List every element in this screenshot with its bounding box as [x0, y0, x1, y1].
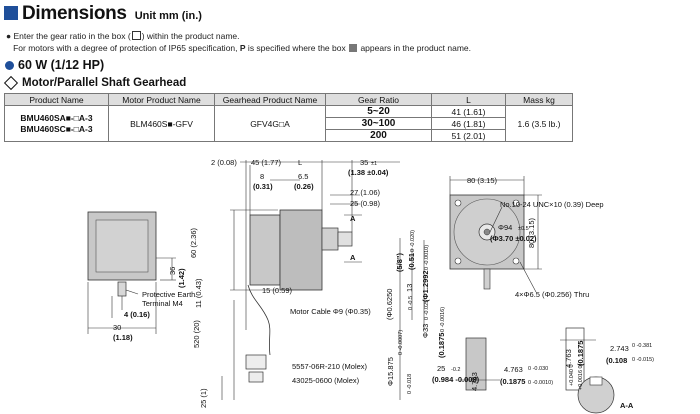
- tol-0-1875-b: 0 -0.0010): [528, 380, 553, 386]
- dim-L: L: [298, 158, 302, 167]
- key-detail: [560, 327, 615, 414]
- dim-11: 11 (0.43): [194, 278, 203, 308]
- section-title: Motor/Parallel Shaft Gearhead: [3, 75, 186, 91]
- table-header-row: Product Name Motor Product Name Gearhead…: [4, 93, 573, 106]
- mass-value: 1.6 (3.5 lb.): [505, 105, 573, 142]
- tol-2-743: 0 -0.381: [632, 343, 652, 349]
- dim-0-1875-c: (0.1875: [576, 341, 585, 366]
- dim-phi-94-in: (Φ3.70 ±0.02): [490, 234, 537, 243]
- tol-13: 0 -0.5: [408, 296, 414, 310]
- dim-0-1875-b: (0.1875: [500, 377, 525, 386]
- dim-phi-0-6250: (Φ0.6250: [385, 289, 394, 320]
- dim-2: 2 (0.08): [211, 158, 237, 167]
- dim-80: 80 (3.15): [467, 176, 498, 185]
- tol-33: 0 -0.025: [424, 300, 430, 320]
- dim-4: 4 (0.16): [124, 310, 150, 319]
- tol-0-6250: 0 -0.0007): [398, 330, 404, 355]
- dim-36-in: (1.42): [177, 268, 186, 288]
- label-thru-holes: 4×Φ6.5 (Φ0.256) Thru: [515, 290, 589, 299]
- dim-30-in: (1.18): [113, 333, 133, 342]
- dim-35: 35: [360, 158, 368, 167]
- section-marker-a-top: A: [350, 214, 356, 223]
- note-line-2: For motors with a degree of protection o…: [13, 43, 472, 53]
- label-protective-earth: Protective Earth: [142, 290, 195, 299]
- bullet-icon: [5, 60, 14, 70]
- tol-35: ±1: [371, 161, 377, 167]
- dim-8: 8: [260, 172, 264, 181]
- motor-product-name: BLM460S■-GFV: [108, 105, 215, 142]
- dim-13: 13: [405, 284, 414, 292]
- tol-94: ±0.5: [518, 226, 529, 232]
- notes: ● Enter the gear ratio in the box () wit…: [6, 30, 471, 54]
- label-molex-2: 43025-0600 (Molex): [292, 376, 360, 385]
- tol-0-108: 0 -0.015): [632, 357, 654, 363]
- dim-phi-1-2992: (Φ1.2992: [421, 270, 430, 302]
- label-molex-1: 5557-06R-210 (Molex): [292, 362, 368, 371]
- dim-5-8: (5/8"): [395, 253, 404, 272]
- dim-80-vertical: 80 (3.15): [527, 217, 536, 248]
- dim-30: 30: [113, 323, 121, 332]
- power-rating: 60 W (1/12 HP): [5, 58, 104, 72]
- filled-box-icon: [349, 44, 358, 52]
- rear-view: [87, 211, 176, 334]
- dim-phi-94: Φ94: [498, 223, 512, 232]
- side-view: [221, 160, 400, 400]
- dim-35-in: (1.38 ±0.04): [348, 168, 389, 177]
- dim-45: 45 (1.77): [251, 158, 282, 167]
- dim-6-5: 6.5: [298, 172, 308, 181]
- dim-phi-15-875: Φ15.875: [386, 357, 395, 386]
- dim-4-763: 4.763: [470, 372, 479, 391]
- tol-15-875: 0 -0.018: [407, 374, 413, 394]
- dim-0-984: (0.984 -0.008): [432, 375, 480, 384]
- dim-0-1875-a: (0.1875: [437, 333, 446, 358]
- table-row: 200 51 (2.01): [5, 129, 573, 142]
- dim-0-51: (0.51: [407, 253, 416, 270]
- dim-15: 15 (0.59): [262, 286, 293, 295]
- note-line-1: ● Enter the gear ratio in the box () wit…: [6, 31, 240, 41]
- dim-6-5-in: (0.26): [294, 182, 314, 191]
- header-square-icon: [4, 6, 18, 20]
- box-icon: [131, 31, 141, 40]
- dim-0-108: (0.108: [606, 356, 627, 365]
- tol-0-1875-a: 0 -0.0016): [440, 307, 446, 332]
- tol-25b: -0.2: [451, 367, 460, 373]
- product-names: BMU460SA■-□A-3 BMU460SC■-□A-3: [4, 105, 109, 142]
- tol-1-2992: 0 -0.0010): [424, 245, 430, 270]
- dim-36: 36: [168, 267, 177, 275]
- dim-phi-33: Φ33: [421, 324, 430, 338]
- tol-0-51: 0 -0.020): [410, 230, 416, 252]
- label-motor-cable: Motor Cable Φ9 (Φ0.35): [290, 307, 371, 316]
- gearhead-product-name: GFV4G□A: [214, 105, 326, 142]
- page-title: Dimensions: [22, 3, 127, 24]
- dim-25-vertical: 25 (1): [199, 388, 208, 408]
- front-view: [449, 176, 542, 293]
- dim-4-763-vertical: 4.763: [564, 349, 573, 368]
- dim-25b: 25: [437, 364, 445, 373]
- spec-table: Product Name Motor Product Name Gearhead…: [4, 93, 573, 142]
- shaft-dimensions: [399, 238, 500, 400]
- table-row: BMU460SA■-□A-3 BMU460SC■-□A-3 BLM460S■-G…: [4, 105, 573, 142]
- dim-520: 520 (20): [192, 320, 201, 348]
- section-label-aa: A-A: [620, 401, 634, 410]
- label-terminal-m4: Terminal M4: [142, 299, 183, 308]
- dim-4-763-horizontal: 4.763: [504, 365, 523, 374]
- tol-0-1875-c: +0.0016 0): [578, 363, 584, 390]
- length-value: 51 (2.01): [431, 129, 506, 142]
- section-header: Dimensions Unit mm (in.): [4, 3, 202, 25]
- dim-25: 25 (0.98): [350, 199, 381, 208]
- dim-27: 27 (1.06): [350, 188, 381, 197]
- dim-8-in: (0.31): [253, 182, 273, 191]
- tol-4-763: 0 -0.030: [528, 366, 548, 372]
- dim-2-743: 2.743: [610, 344, 629, 353]
- section-marker-a-bottom: A: [350, 253, 356, 262]
- dim-60: 60 (2.36): [189, 227, 198, 258]
- label-unc-thread: No.10-24 UNC×10 (0.39) Deep: [500, 200, 604, 209]
- unit-label: Unit mm (in.): [134, 10, 202, 22]
- tol-4-763-vertical: +0.040 0: [569, 364, 575, 386]
